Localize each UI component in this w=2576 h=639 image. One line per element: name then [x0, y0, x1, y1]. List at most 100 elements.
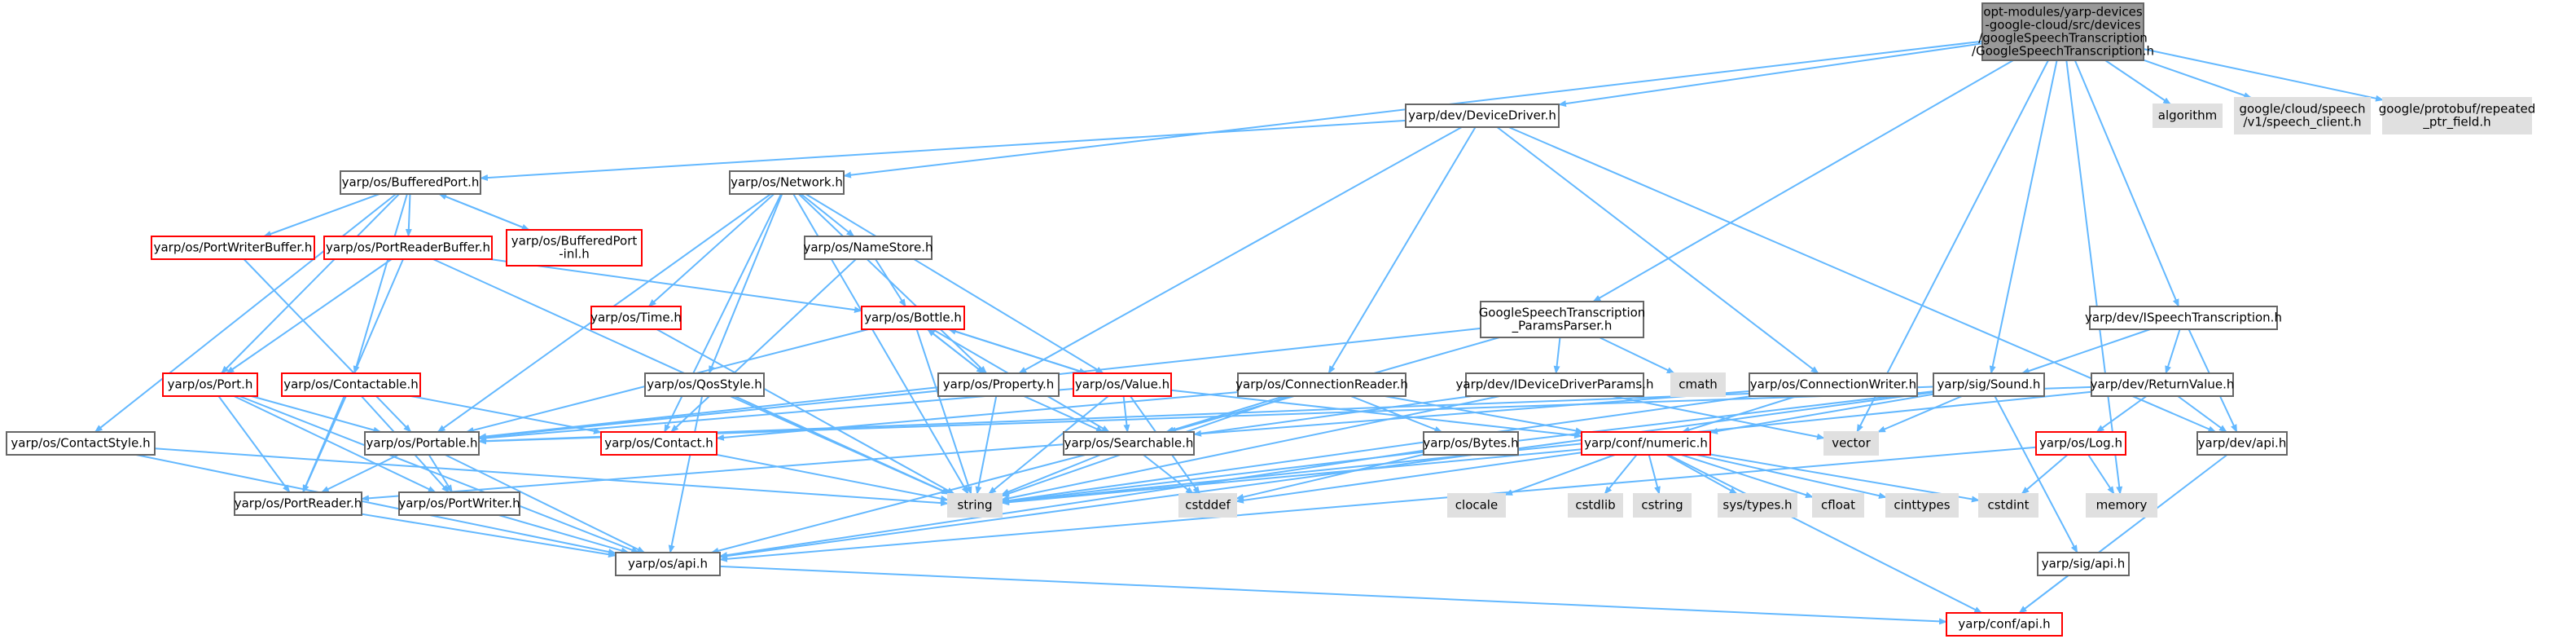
node-sound[interactable]: yarp/sig/Sound.h [1933, 372, 2045, 397]
edge-returnvalue-to-string [1001, 390, 2092, 505]
node-label-sig_api: yarp/sig/api.h [2042, 557, 2126, 571]
node-sig_api[interactable]: yarp/sig/api.h [2037, 552, 2130, 576]
node-label-returnvalue: yarp/dev/ReturnValue.h [2091, 377, 2235, 392]
node-box-string [947, 493, 1003, 518]
node-bytes[interactable]: yarp/os/Bytes.h [1423, 431, 1519, 456]
node-os_api[interactable]: yarp/os/api.h [615, 552, 721, 576]
node-qosstyle[interactable]: yarp/os/QosStyle.h [644, 372, 765, 397]
node-label-time: yarp/os/Time.h [590, 311, 682, 325]
node-cstdint: cstdint [1978, 493, 2038, 518]
edge-port-to-portwriter [233, 395, 437, 493]
node-label-cinttypes: cinttypes [1894, 498, 1950, 513]
node-label-speech_client: google/cloud/speech [2239, 102, 2365, 117]
edge-root-to-algorithm [2104, 59, 2172, 105]
node-box-cstring [1633, 493, 1692, 518]
node-box-devicedriver [1405, 104, 1560, 128]
node-bufferedport_inl[interactable]: yarp/os/BufferedPort-inl.h [506, 229, 643, 267]
node-portwriterbuffer[interactable]: yarp/os/PortWriterBuffer.h [151, 236, 315, 260]
node-portreader[interactable]: yarp/os/PortReader.h [234, 491, 362, 516]
node-log[interactable]: yarp/os/Log.h [2035, 431, 2126, 456]
node-label-bufferedport_inl: yarp/os/BufferedPort [511, 234, 638, 249]
node-bufferedport[interactable]: yarp/os/BufferedPort.h [340, 170, 481, 195]
node-box-memory [2086, 493, 2157, 518]
edge-log-to-cstdint [2021, 454, 2069, 495]
node-time[interactable]: yarp/os/Time.h [590, 306, 682, 330]
edge-layer [94, 40, 2384, 625]
edge-portable-to-os_api [445, 454, 646, 553]
edge-connectionwriter-to-string [1001, 395, 1753, 505]
node-box-portreaderbuffer [323, 236, 493, 260]
edge-bufferedport-to-portreaderbuffer [405, 193, 412, 237]
node-numeric[interactable]: yarp/conf/numeric.h [1581, 431, 1711, 456]
edge-port-to-portable [251, 395, 382, 434]
node-portreaderbuffer[interactable]: yarp/os/PortReaderBuffer.h [323, 236, 493, 260]
node-contactable[interactable]: yarp/os/Contactable.h [281, 372, 421, 397]
node-label-value: yarp/os/Value.h [1075, 377, 1170, 392]
node-box-numeric [1581, 431, 1711, 456]
node-label-repeated_ptr: google/protobuf/repeated [2379, 102, 2535, 117]
edge-contactstyle-to-os_api [135, 454, 617, 556]
node-box-systypes [1718, 493, 1797, 518]
node-label-port: yarp/os/Port.h [168, 377, 253, 392]
node-params_parser[interactable]: GoogleSpeechTranscription_ParamsParser.h [1479, 301, 1646, 338]
node-devicedriver[interactable]: yarp/dev/DeviceDriver.h [1405, 104, 1560, 128]
node-portable[interactable]: yarp/os/Portable.h [364, 431, 480, 456]
node-returnvalue[interactable]: yarp/dev/ReturnValue.h [2091, 372, 2235, 397]
edge-devicedriver-to-connectionreader [1327, 126, 1477, 374]
node-box-repeated_ptr [2382, 97, 2532, 134]
node-label-root: /GoogleSpeechTranscription.h [1972, 44, 2154, 59]
edge-property-to-searchable [1023, 395, 1104, 433]
node-contact[interactable]: yarp/os/Contact.h [600, 431, 718, 456]
node-value[interactable]: yarp/os/Value.h [1073, 372, 1172, 397]
edge-namestore-to-contact [670, 258, 857, 433]
node-label-conf_api: yarp/conf/api.h [1958, 617, 2050, 632]
node-ispeech[interactable]: yarp/dev/ISpeechTranscription.h [2085, 306, 2282, 330]
edge-contactable-to-portreader [302, 395, 347, 493]
edge-ideviceparams-to-string [1001, 395, 1500, 502]
node-box-cstddef [1178, 493, 1237, 518]
edge-contactable-to-contact [410, 395, 602, 434]
node-root[interactable]: opt-modules/yarp-devices-google-cloud/sr… [1972, 2, 2154, 61]
node-port[interactable]: yarp/os/Port.h [162, 372, 258, 397]
node-network[interactable]: yarp/os/Network.h [729, 170, 845, 195]
edge-qosstyle-to-string [729, 395, 950, 495]
node-box-searchable [1063, 431, 1195, 456]
node-box-bottle [861, 306, 965, 330]
node-connectionwriter[interactable]: yarp/os/ConnectionWriter.h [1749, 372, 1918, 397]
node-dev_api[interactable]: yarp/dev/api.h [2196, 431, 2288, 456]
edge-numeric-to-clocale [1504, 454, 1616, 496]
node-box-bufferedport_inl [506, 229, 643, 267]
edge-searchable-to-string [1001, 454, 1101, 496]
node-box-network [729, 170, 845, 195]
edge-numeric-to-cfloat [1681, 454, 1814, 499]
node-box-clocale [1447, 493, 1506, 518]
node-searchable[interactable]: yarp/os/Searchable.h [1063, 431, 1195, 456]
edge-devicedriver-to-bufferedport [480, 119, 1406, 182]
node-ideviceparams[interactable]: yarp/dev/IDeviceDriverParams.h [1456, 372, 1654, 397]
edge-bytes-to-cstddef [1235, 453, 1424, 500]
edge-contact-to-string [716, 453, 949, 502]
node-box-portable [364, 431, 480, 456]
node-namestore[interactable]: yarp/os/NameStore.h [803, 236, 933, 260]
node-box-ideviceparams [1465, 372, 1644, 397]
node-conf_api[interactable]: yarp/conf/api.h [1946, 612, 2063, 637]
node-box-os_api [615, 552, 721, 576]
node-bottle[interactable]: yarp/os/Bottle.h [861, 306, 965, 330]
node-label-contactable: yarp/os/Contactable.h [283, 377, 419, 392]
edge-root-to-params_parser [1592, 59, 2014, 302]
node-layer: opt-modules/yarp-devices-google-cloud/sr… [6, 2, 2535, 637]
edge-network-to-time [647, 193, 775, 307]
edge-numeric-to-conf_api [1668, 454, 1983, 614]
node-property[interactable]: yarp/os/Property.h [937, 372, 1060, 397]
edge-numeric-to-string [1001, 448, 1582, 506]
edge-portreader-to-os_api [361, 513, 617, 558]
node-label-cstdint: cstdint [1987, 498, 2029, 513]
node-connectionreader[interactable]: yarp/os/ConnectionReader.h [1235, 372, 1408, 397]
edge-sig_api-to-conf_api [2018, 575, 2069, 614]
node-portwriter[interactable]: yarp/os/PortWriter.h [398, 491, 520, 516]
node-label-systypes: sys/types.h [1722, 498, 1792, 513]
node-label-memory: memory [2096, 498, 2148, 513]
node-contactstyle[interactable]: yarp/os/ContactStyle.h [6, 431, 156, 456]
node-label-namestore: yarp/os/NameStore.h [803, 240, 933, 255]
